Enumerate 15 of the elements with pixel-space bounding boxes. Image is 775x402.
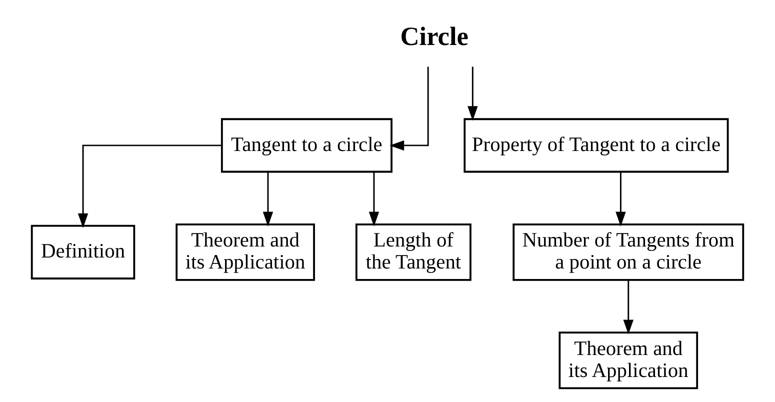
node-box: Property of Tangent to a circle: [464, 118, 729, 173]
node-box: Length of the Tangent: [355, 223, 472, 281]
node-text: Circle: [400, 22, 468, 52]
node-box: Theorem and its Application: [176, 223, 315, 281]
node-box: Number of Tangents from a point on a circle: [512, 223, 744, 281]
arrow: [262, 172, 274, 226]
node-box: Theorem and its Application: [558, 332, 698, 390]
arrow: [368, 172, 380, 226]
arrow: [389, 66, 429, 151]
arrow: [623, 280, 634, 334]
arrow: [78, 144, 222, 228]
arrow: [468, 66, 478, 121]
node-box: Definition: [30, 224, 136, 280]
arrow: [616, 172, 626, 226]
node-box: Tangent to a circle: [220, 118, 392, 173]
